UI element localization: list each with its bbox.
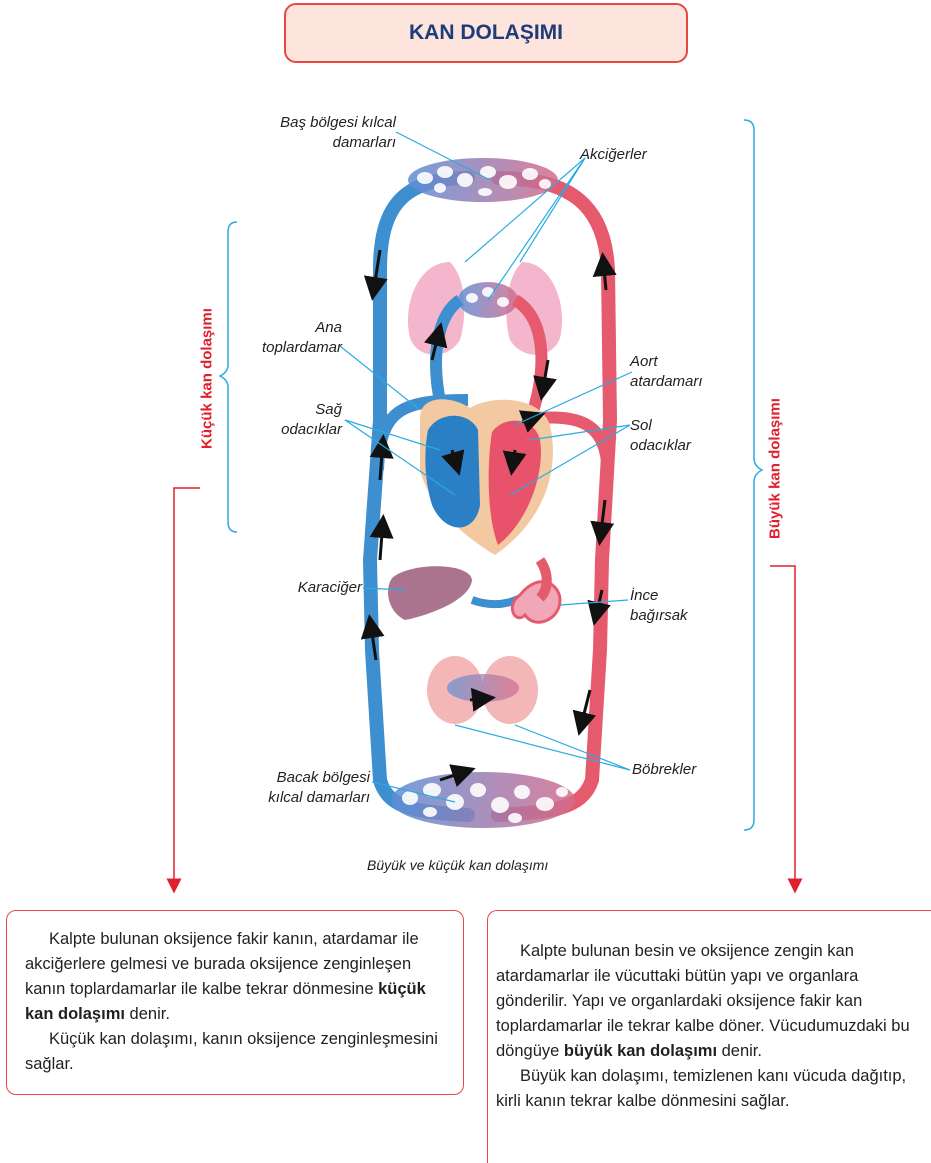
bold-term: büyük kan dolaşımı [564,1042,717,1060]
label-liver: Karaciğer [250,578,362,598]
text-run: Kalpte bulunan oksijence fakir kanın, at… [25,930,419,998]
large-connector-line [770,566,795,886]
small-intestine [512,582,560,623]
label-line: İnce [630,586,688,606]
label-line: damarları [240,133,396,153]
label-line: Aort [630,352,703,372]
large-box-paragraph-2: Büyük kan dolaşımı, temizlenen kanı vücu… [496,1064,927,1114]
large-circulation-label: Büyük kan dolaşımı [767,394,784,544]
label-line: Sağ [250,400,342,420]
label-main-vein: Ana toplardamar [230,318,342,358]
large-box-paragraph-1: Kalpte bulunan besin ve oksijence zengin… [496,939,927,1064]
liver [388,566,472,620]
large-circulation-bracket [744,120,762,830]
label-line: bağırsak [630,606,688,626]
pointer-kidneys-1 [455,725,630,770]
figure-caption: Büyük ve küçük kan dolaşımı [367,857,548,873]
text-run: denir. [125,1005,170,1023]
small-circulation-bracket [220,222,237,532]
label-head-capillaries: Baş bölgesi kılcal damarları [240,113,396,153]
pointer-intestine [560,600,628,605]
label-line: atardamarı [630,372,703,392]
pointer-kidneys-2 [515,725,630,770]
label-aorta: Aort atardamarı [630,352,703,392]
small-connector-line [174,488,200,886]
label-line: Baş bölgesi kılcal [240,113,396,133]
small-box-paragraph-1: Kalpte bulunan oksijence fakir kanın, at… [25,927,447,1027]
label-left-chambers: Sol odacıklar [630,416,691,456]
text-run: denir. [717,1042,762,1060]
label-kidneys: Böbrekler [632,760,696,780]
label-line: toplardamar [230,338,342,358]
label-line: kılcal damarları [230,788,370,808]
label-line: odacıklar [630,436,691,456]
small-circulation-label: Küçük kan dolaşımı [199,304,216,454]
label-line: Ana [230,318,342,338]
label-right-chambers: Sağ odacıklar [250,400,342,440]
label-line: odacıklar [250,420,342,440]
label-small-intestine: İnce bağırsak [630,586,688,626]
small-circulation-box: Kalpte bulunan oksijence fakir kanın, at… [6,910,464,1095]
label-line: Bacak bölgesi [230,768,370,788]
label-leg-capillaries: Bacak bölgesi kılcal damarları [230,768,370,808]
small-box-paragraph-2: Küçük kan dolaşımı, kanın oksijence zeng… [25,1027,447,1077]
right-chambers [425,416,480,528]
label-line: Sol [630,416,691,436]
large-circulation-box: Kalpte bulunan besin ve oksijence zengin… [487,910,931,1163]
label-lungs: Akciğerler [580,145,647,165]
